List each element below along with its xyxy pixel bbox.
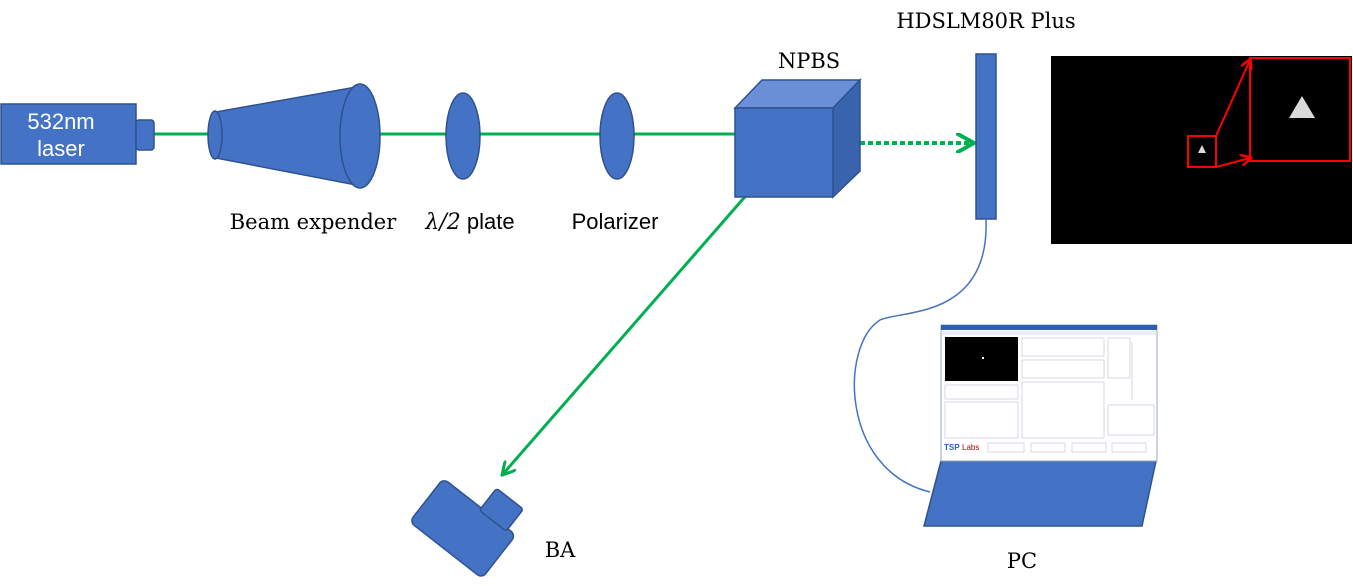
pattern-display — [1051, 56, 1352, 244]
laptop-icon: TSP Labs — [923, 324, 1158, 527]
camera-label: BA — [545, 538, 576, 562]
polarizer-icon — [599, 92, 635, 180]
beam-to-camera — [503, 151, 786, 474]
slm-icon — [975, 53, 997, 220]
zoom-arrow-top — [1215, 60, 1250, 137]
npbs-cube-icon — [733, 78, 862, 199]
zoom-target-box — [1249, 57, 1351, 162]
laser-label-line2: laser — [37, 136, 85, 161]
pc-label: PC — [1007, 549, 1037, 573]
laptop-base — [923, 460, 1157, 527]
beam-expander-icon — [207, 83, 381, 189]
screen-logo-labs: Labs — [962, 443, 979, 452]
laser-icon: 532nm laser — [0, 103, 155, 165]
halfwave-plate-label: λ/2 plate — [424, 209, 514, 235]
zoom-arrow-bottom — [1215, 158, 1250, 168]
screen-preview — [945, 337, 1018, 381]
zoom-source-box — [1187, 135, 1217, 168]
camera-icon — [411, 480, 523, 577]
slm-label: HDSLM80R Plus — [896, 9, 1075, 33]
npbs-label: NPBS — [778, 49, 840, 73]
screen-logo-tsp: TSP — [944, 443, 960, 452]
screen-controls — [944, 337, 1155, 453]
polarizer-label: Polarizer — [572, 209, 659, 234]
beam-expander-label: Beam expender — [230, 210, 398, 234]
cable — [853, 218, 987, 493]
halfwave-plate-icon — [445, 92, 481, 180]
small-triangle-pattern — [1198, 145, 1206, 153]
laser-label-line1: 532nm — [27, 109, 94, 134]
large-triangle-pattern — [1289, 96, 1315, 118]
